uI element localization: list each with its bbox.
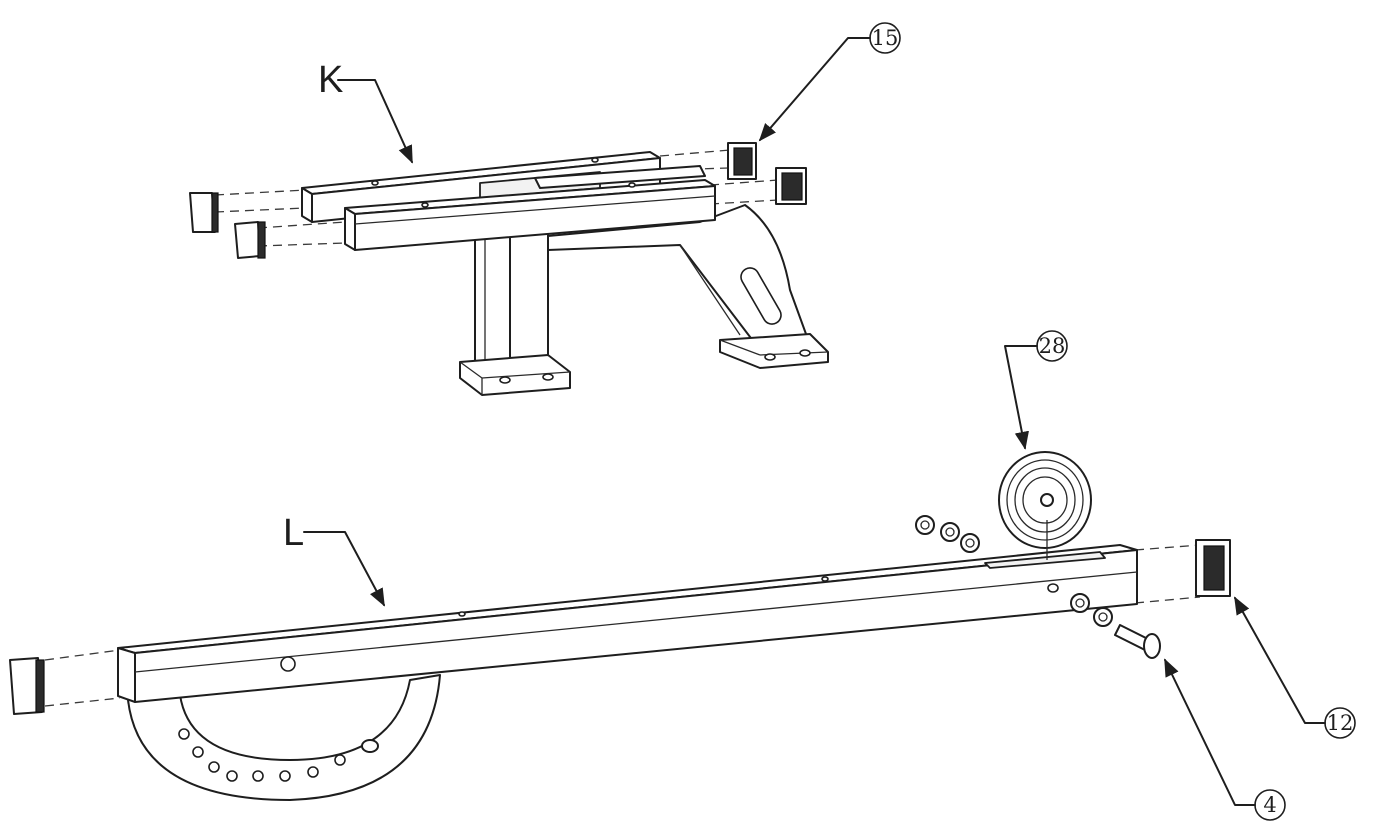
l-wheel-bracket — [984, 551, 1106, 569]
k-angled-brace — [547, 204, 829, 369]
leader-l — [303, 531, 385, 607]
callout-4: 4 — [1164, 658, 1286, 821]
l-beam-end — [117, 647, 136, 703]
stand-frame-k: K 15 — [189, 22, 901, 396]
k-end-cap-left-front — [234, 221, 266, 259]
nut-washer-set-upper — [915, 515, 980, 553]
svg-text:28: 28 — [1039, 334, 1066, 358]
callout-12: 12 — [1234, 596, 1356, 739]
k-cross-plate-top — [534, 165, 706, 189]
wheel — [998, 451, 1092, 560]
svg-text:15: 15 — [872, 26, 899, 50]
leader-k — [337, 79, 413, 164]
l-end-cap-left — [9, 657, 45, 715]
callout-15: 15 — [758, 22, 901, 142]
bolt-and-washers — [1070, 593, 1161, 659]
k-end-cap-left-rear — [189, 192, 219, 233]
l-guide-lines — [44, 544, 1201, 707]
k-end-cap-right-front — [775, 167, 807, 205]
base-beam-l: L 28 12 4 — [9, 330, 1356, 821]
k-front-tube-side — [354, 185, 716, 251]
callout-28: 28 — [1004, 330, 1068, 450]
k-front-tube-end — [344, 207, 356, 251]
l-arc-plate — [127, 674, 441, 801]
part-label-l: L — [283, 512, 304, 554]
k-upright-post — [459, 225, 571, 396]
svg-text:4: 4 — [1263, 793, 1276, 817]
k-end-cap-right-rear — [727, 142, 757, 180]
k-rear-tube-end — [301, 187, 313, 223]
l-end-cap-right — [1195, 539, 1231, 597]
l-beam-side — [134, 549, 1138, 703]
svg-text:12: 12 — [1327, 711, 1354, 735]
